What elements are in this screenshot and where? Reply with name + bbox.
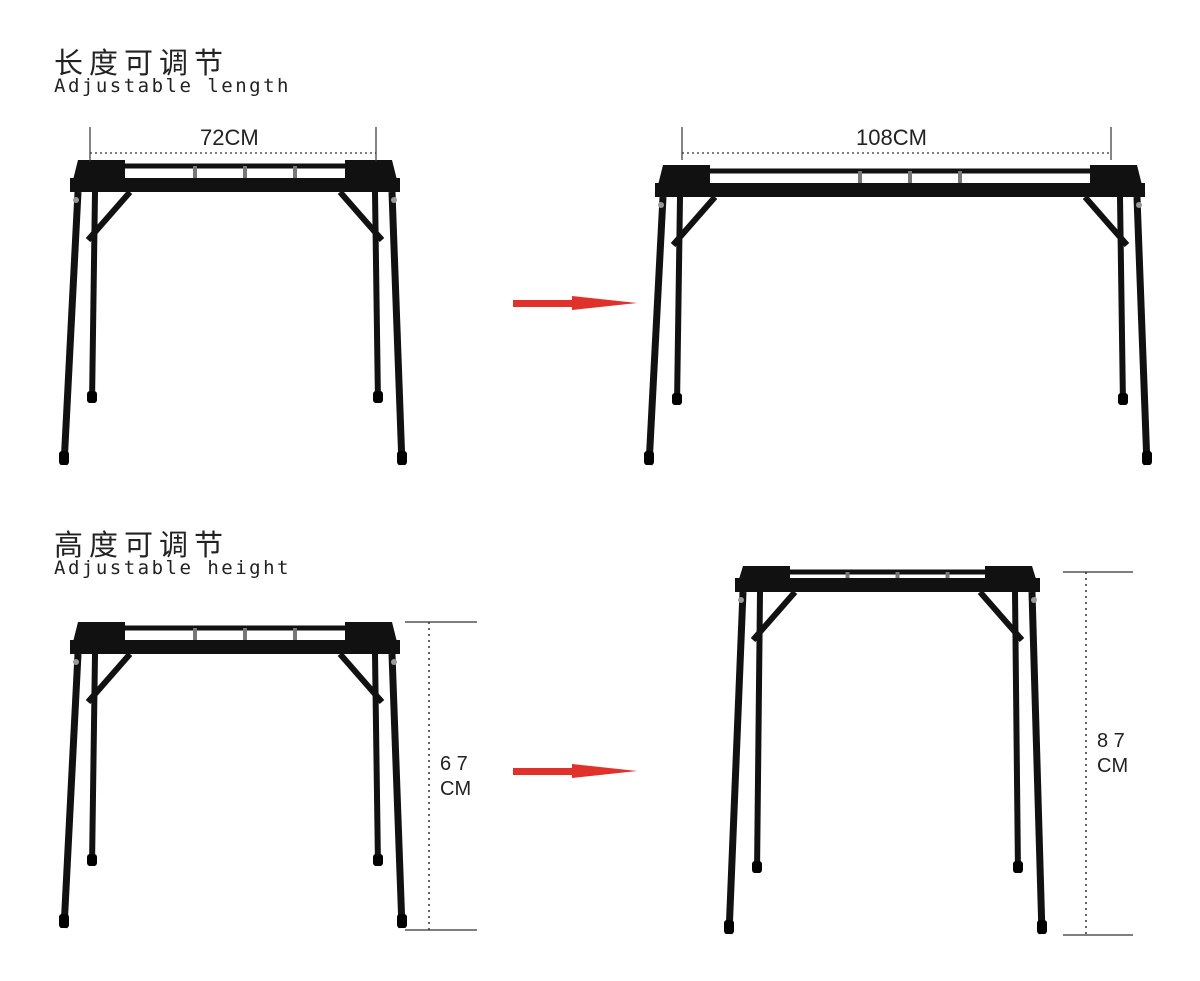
foot <box>672 393 682 405</box>
knob <box>1031 597 1037 603</box>
brace <box>750 590 798 642</box>
height-before-label: 6 7 CM <box>440 752 471 802</box>
foot <box>1013 861 1023 873</box>
height-before-number: 6 7 <box>440 753 468 775</box>
brace <box>1082 195 1130 247</box>
arrow-shaft <box>513 768 573 775</box>
foot <box>87 391 97 403</box>
end-block <box>70 160 125 192</box>
length-title-cn: 长度可调节 <box>54 46 230 80</box>
knob <box>391 659 397 665</box>
stand-height-before <box>59 622 407 929</box>
foot <box>59 914 69 928</box>
height-after-number: 8 7 <box>1097 730 1125 752</box>
length-after-label: 108CM <box>856 125 927 150</box>
back-leg <box>1012 591 1021 874</box>
end-block <box>1090 165 1145 197</box>
end-block <box>655 165 710 197</box>
back-leg <box>89 653 98 867</box>
front-bar <box>70 640 400 654</box>
foot <box>59 451 69 465</box>
foot <box>373 854 383 866</box>
knob <box>658 202 664 208</box>
end-block <box>345 622 400 654</box>
back-leg <box>754 591 763 874</box>
brace <box>977 590 1025 642</box>
end-block <box>985 566 1040 592</box>
foot <box>644 451 654 465</box>
knob <box>391 197 397 203</box>
height-after-label: 8 7 CM <box>1097 729 1128 779</box>
height-before-unit: CM <box>440 778 472 800</box>
end-block <box>735 566 790 592</box>
length-before-label: 72CM <box>200 125 259 150</box>
foot <box>397 914 407 928</box>
back-leg <box>372 653 381 867</box>
length-title-en: Adjustable length <box>54 75 291 97</box>
foot <box>1037 920 1047 934</box>
knob <box>1136 202 1142 208</box>
height-after-unit: CM <box>1097 755 1129 777</box>
brace <box>670 195 718 247</box>
brace <box>337 190 385 242</box>
front-bar <box>735 578 1040 592</box>
brace <box>337 652 385 704</box>
end-block <box>345 160 400 192</box>
knob <box>73 659 79 665</box>
foot <box>1142 451 1152 465</box>
knob <box>73 197 79 203</box>
back-leg <box>674 196 683 406</box>
knob <box>738 597 744 603</box>
front-leg <box>60 191 82 466</box>
arrow-right-icon <box>572 296 637 310</box>
stand-height-after <box>724 566 1047 935</box>
foot <box>397 451 407 465</box>
brace <box>85 190 133 242</box>
front-leg <box>388 191 406 466</box>
arrow-right-icon <box>572 764 637 778</box>
front-leg <box>1133 196 1151 466</box>
front-leg <box>388 653 406 929</box>
height-title-en: Adjustable height <box>54 557 291 579</box>
front-leg <box>645 196 667 466</box>
stand-length-after <box>644 165 1152 466</box>
front-leg <box>725 591 747 935</box>
stand-length-before <box>59 160 407 466</box>
foot <box>752 861 762 873</box>
foot <box>87 854 97 866</box>
foot <box>373 391 383 403</box>
back-leg <box>372 191 381 404</box>
back-leg <box>1117 196 1126 406</box>
front-bar <box>655 183 1145 197</box>
back-leg <box>89 191 98 404</box>
height-title-cn: 高度可调节 <box>54 528 230 562</box>
foot <box>1118 393 1128 405</box>
brace <box>85 652 133 704</box>
front-leg <box>60 653 82 929</box>
front-leg <box>1028 591 1046 935</box>
arrow-shaft <box>513 300 573 307</box>
end-block <box>70 622 125 654</box>
front-bar <box>70 178 400 192</box>
foot <box>724 920 734 934</box>
